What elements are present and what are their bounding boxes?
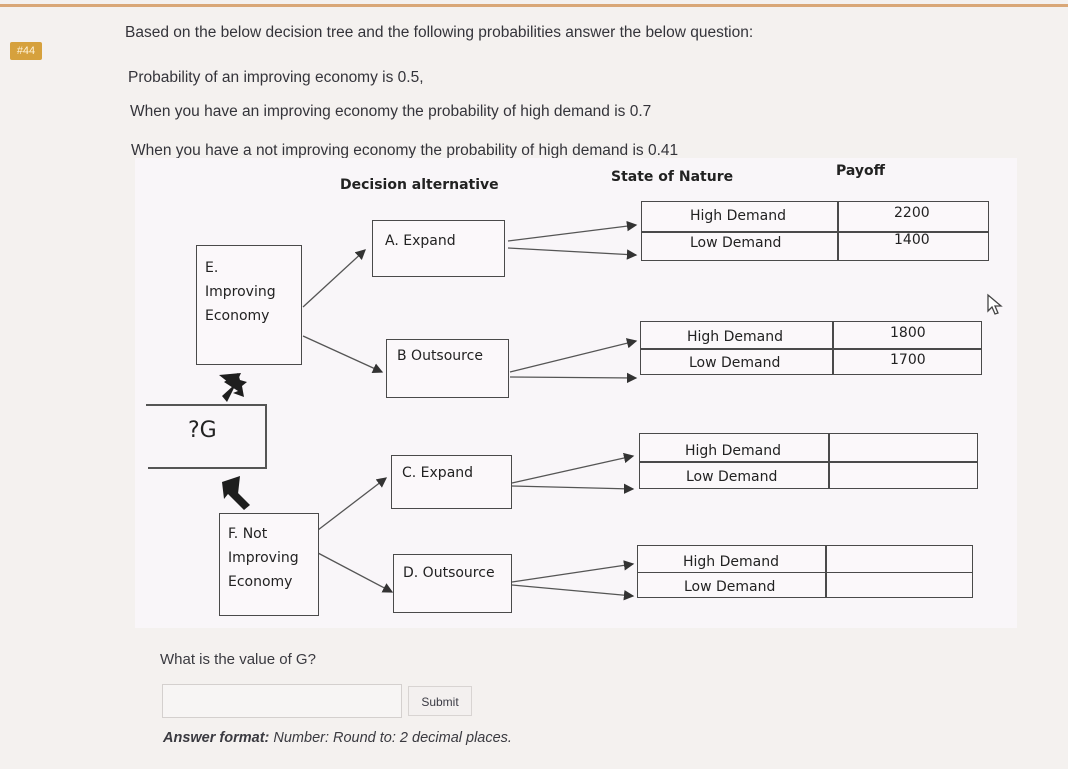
top-accent-line	[0, 4, 1068, 7]
node-not-improving-economy-label: F. Not Improving Economy	[228, 526, 299, 590]
header-payoff: Payoff	[836, 163, 885, 179]
alternative-label: D. Outsource	[403, 565, 495, 581]
payoff-value: 1400	[894, 232, 930, 248]
outcome-table-d: High Demand Low Demand	[637, 545, 973, 598]
state-high-demand: High Demand	[685, 443, 781, 459]
submit-button[interactable]: Submit	[408, 686, 472, 716]
state-high-demand: High Demand	[687, 329, 783, 345]
arrow-up-icon	[222, 476, 250, 510]
state-low-demand: Low Demand	[690, 235, 782, 251]
question-number-badge: #44	[10, 42, 42, 60]
state-low-demand: Low Demand	[686, 469, 778, 485]
node-improving-economy: E. Improving Economy	[196, 245, 302, 365]
answer-format-text: Number: Round to: 2 decimal places.	[269, 730, 512, 746]
header-decision-alternative: Decision alternative	[340, 177, 499, 193]
alternative-b-outsource: B Outsource	[386, 339, 509, 398]
header-state-of-nature: State of Nature	[611, 169, 734, 185]
answer-input[interactable]	[162, 684, 402, 718]
alternative-d-outsource: D. Outsource	[393, 554, 512, 613]
question-line-2: Probability of an improving economy is 0…	[128, 69, 424, 86]
outcome-table-a: High Demand Low Demand 2200 1400	[641, 201, 989, 261]
alternative-label: B Outsource	[397, 348, 483, 364]
root-node-label: ?G	[188, 418, 217, 443]
state-high-demand: High Demand	[683, 554, 779, 570]
payoff-value: 2200	[894, 205, 930, 221]
question-prompt: What is the value of G?	[160, 651, 316, 668]
alternative-label: A. Expand	[385, 233, 456, 249]
mouse-cursor-icon	[987, 293, 1003, 315]
state-low-demand: Low Demand	[689, 355, 781, 371]
node-improving-economy-label: E. Improving Economy	[205, 260, 276, 324]
state-high-demand: High Demand	[690, 208, 786, 224]
question-line-4: When you have a not improving economy th…	[131, 142, 679, 159]
question-line-1: Based on the below decision tree and the…	[125, 24, 754, 41]
state-low-demand: Low Demand	[684, 579, 776, 595]
payoff-value: 1700	[890, 352, 926, 368]
alternative-c-expand: C. Expand	[391, 455, 512, 509]
answer-format-label: Answer format:	[163, 730, 270, 746]
question-line-3: When you have an improving economy the p…	[130, 103, 652, 120]
outcome-table-c: High Demand Low Demand	[639, 433, 978, 489]
alternative-label: C. Expand	[402, 465, 474, 481]
outcome-table-b: High Demand Low Demand 1800 1700	[640, 321, 982, 375]
answer-format-note: Answer format: Number: Round to: 2 decim…	[163, 730, 512, 746]
alternative-a-expand: A. Expand	[372, 220, 505, 277]
node-not-improving-economy: F. Not Improving Economy	[219, 513, 319, 616]
payoff-value: 1800	[890, 325, 926, 341]
